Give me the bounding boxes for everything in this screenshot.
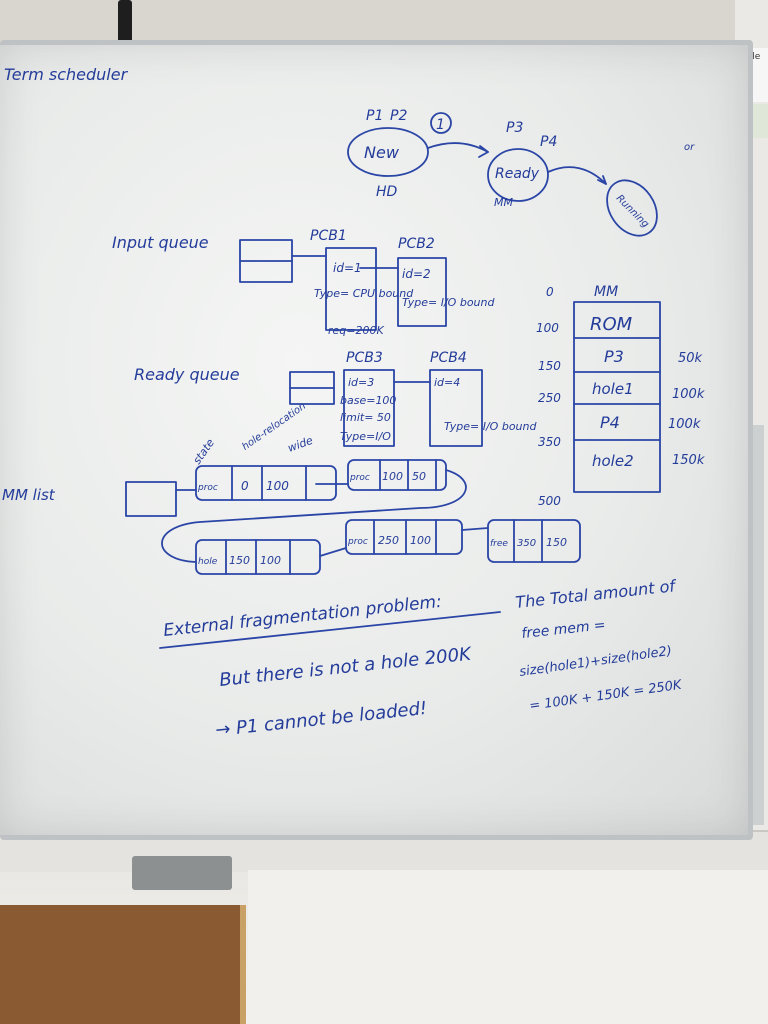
list-link	[461, 527, 489, 531]
note-sum: size(hole1)+size(hole2)	[518, 644, 672, 680]
pcb3-title: PCB3	[346, 350, 383, 366]
mm-size-hole2: 150k	[672, 453, 705, 468]
mm-block-p3: P3	[604, 347, 624, 366]
memory-map	[573, 301, 661, 493]
state-new-sub: HD	[376, 184, 398, 200]
mm-addr-350: 350	[538, 435, 561, 449]
mm-block-rom: ROM	[590, 314, 633, 335]
state-ready-label: Ready	[495, 166, 540, 182]
pcb4-id: id=4	[434, 376, 460, 389]
state-ready-ellipse	[487, 148, 549, 202]
ceiling-cable	[118, 0, 132, 48]
node2-size: 50	[412, 470, 426, 483]
arrowhead	[478, 145, 489, 158]
pcb2-id: id=2	[402, 267, 431, 281]
pcb1-id: id=1	[333, 261, 362, 275]
state-new-ellipse	[347, 127, 429, 177]
new-to-ready-arrow	[427, 142, 489, 153]
pcb3-type: Type=I/O	[340, 430, 391, 443]
node2-start: 100	[382, 470, 403, 483]
node2-state: proc	[349, 473, 370, 483]
new-proc-2: P2	[390, 108, 407, 124]
node4-state: proc	[347, 537, 368, 547]
board-title: Term scheduler	[4, 65, 129, 84]
mm-header-wide: wide	[286, 434, 315, 455]
node1-size: 100	[266, 479, 289, 493]
pcb3-base: base=100	[340, 394, 396, 407]
note-but: But there is not a hole 200K	[218, 644, 473, 691]
mm-block-hole1: hole1	[592, 380, 634, 398]
side-note: or	[684, 142, 695, 153]
cork-board	[0, 905, 246, 1024]
note-result: = 100K + 150K = 250K	[528, 678, 683, 714]
pcb1-req: req=200K	[328, 324, 384, 337]
note-total-line2: free mem =	[521, 617, 607, 642]
mm-list-head	[125, 481, 177, 517]
mm-node-5: free 350 150	[487, 519, 581, 563]
mm-addr-500: 500	[538, 494, 561, 508]
mm-node-3: hole 150 100	[195, 539, 321, 575]
ready-to-running-arrow	[547, 166, 607, 185]
mm-size-hole1: 100k	[672, 387, 705, 402]
underline	[159, 611, 501, 649]
node5-size: 150	[546, 536, 567, 549]
mm-size-p4: 100k	[668, 417, 701, 432]
pcb1-type: Type= CPU bound	[314, 287, 414, 300]
board-eraser	[132, 856, 232, 890]
mm-node-4: proc 250 100	[345, 519, 463, 555]
state-ready-sub: MM	[494, 196, 513, 209]
mm-list-label: MM list	[2, 486, 56, 504]
note-conclusion: → P1 cannot be loaded!	[214, 698, 428, 741]
mm-node-1: proc 0 100	[195, 465, 337, 501]
state-running-label: Running	[614, 193, 651, 230]
node4-start: 250	[378, 534, 399, 547]
node4-size: 100	[410, 534, 431, 547]
mm-header-state: state	[190, 436, 217, 466]
marker-number: 1	[436, 117, 445, 133]
list-wrap-arrow	[161, 469, 467, 563]
arrowhead	[597, 175, 607, 185]
pcb2-title: PCB2	[398, 236, 435, 252]
pcb2-type: Type= I/O bound	[402, 296, 495, 309]
mm-block-hole2: hole2	[592, 452, 634, 470]
pcb2-box	[397, 257, 447, 327]
pcb4-box	[429, 369, 483, 447]
node3-size: 100	[260, 554, 281, 567]
ready-proc-3: P3	[506, 120, 523, 136]
mm-node-2: proc 100 50	[347, 459, 447, 491]
new-proc-1: P1	[366, 108, 383, 124]
note-total-line1: The Total amount of	[514, 576, 678, 612]
ready-queue-label: Ready queue	[134, 365, 240, 384]
state-running-ellipse	[606, 179, 658, 237]
pcb1-box	[325, 247, 377, 331]
mm-addr-250: 250	[538, 391, 561, 405]
node3-state: hole	[198, 557, 218, 567]
pcb3-limit: limit= 50	[340, 411, 391, 424]
node5-state: free	[490, 539, 508, 549]
node1-start: 0	[241, 479, 249, 493]
mm-block-p4: P4	[600, 413, 620, 432]
list-link	[319, 547, 347, 557]
node5-start: 350	[517, 538, 536, 549]
node1-state: proc	[197, 483, 218, 493]
mm-addr-100: 100	[536, 321, 559, 335]
mm-size-p3: 50k	[678, 351, 703, 366]
node3-start: 150	[229, 554, 250, 567]
pcb4-type: Type= I/O bound	[444, 420, 537, 433]
mm-addr-150: 150	[538, 359, 561, 373]
state-new-label: New	[364, 143, 400, 162]
pcb3-box	[343, 369, 395, 447]
input-queue-label: Input queue	[112, 233, 209, 252]
mm-addr-0: 0	[546, 285, 554, 299]
pcb1-title: PCB1	[310, 228, 347, 244]
mm-title: MM	[594, 284, 618, 300]
pcb3-id: id=3	[348, 376, 374, 389]
wall-lower	[248, 870, 768, 1024]
pcb4-title: PCB4	[430, 350, 467, 366]
marker-circle	[430, 112, 452, 134]
ready-proc-4: P4	[540, 134, 557, 150]
